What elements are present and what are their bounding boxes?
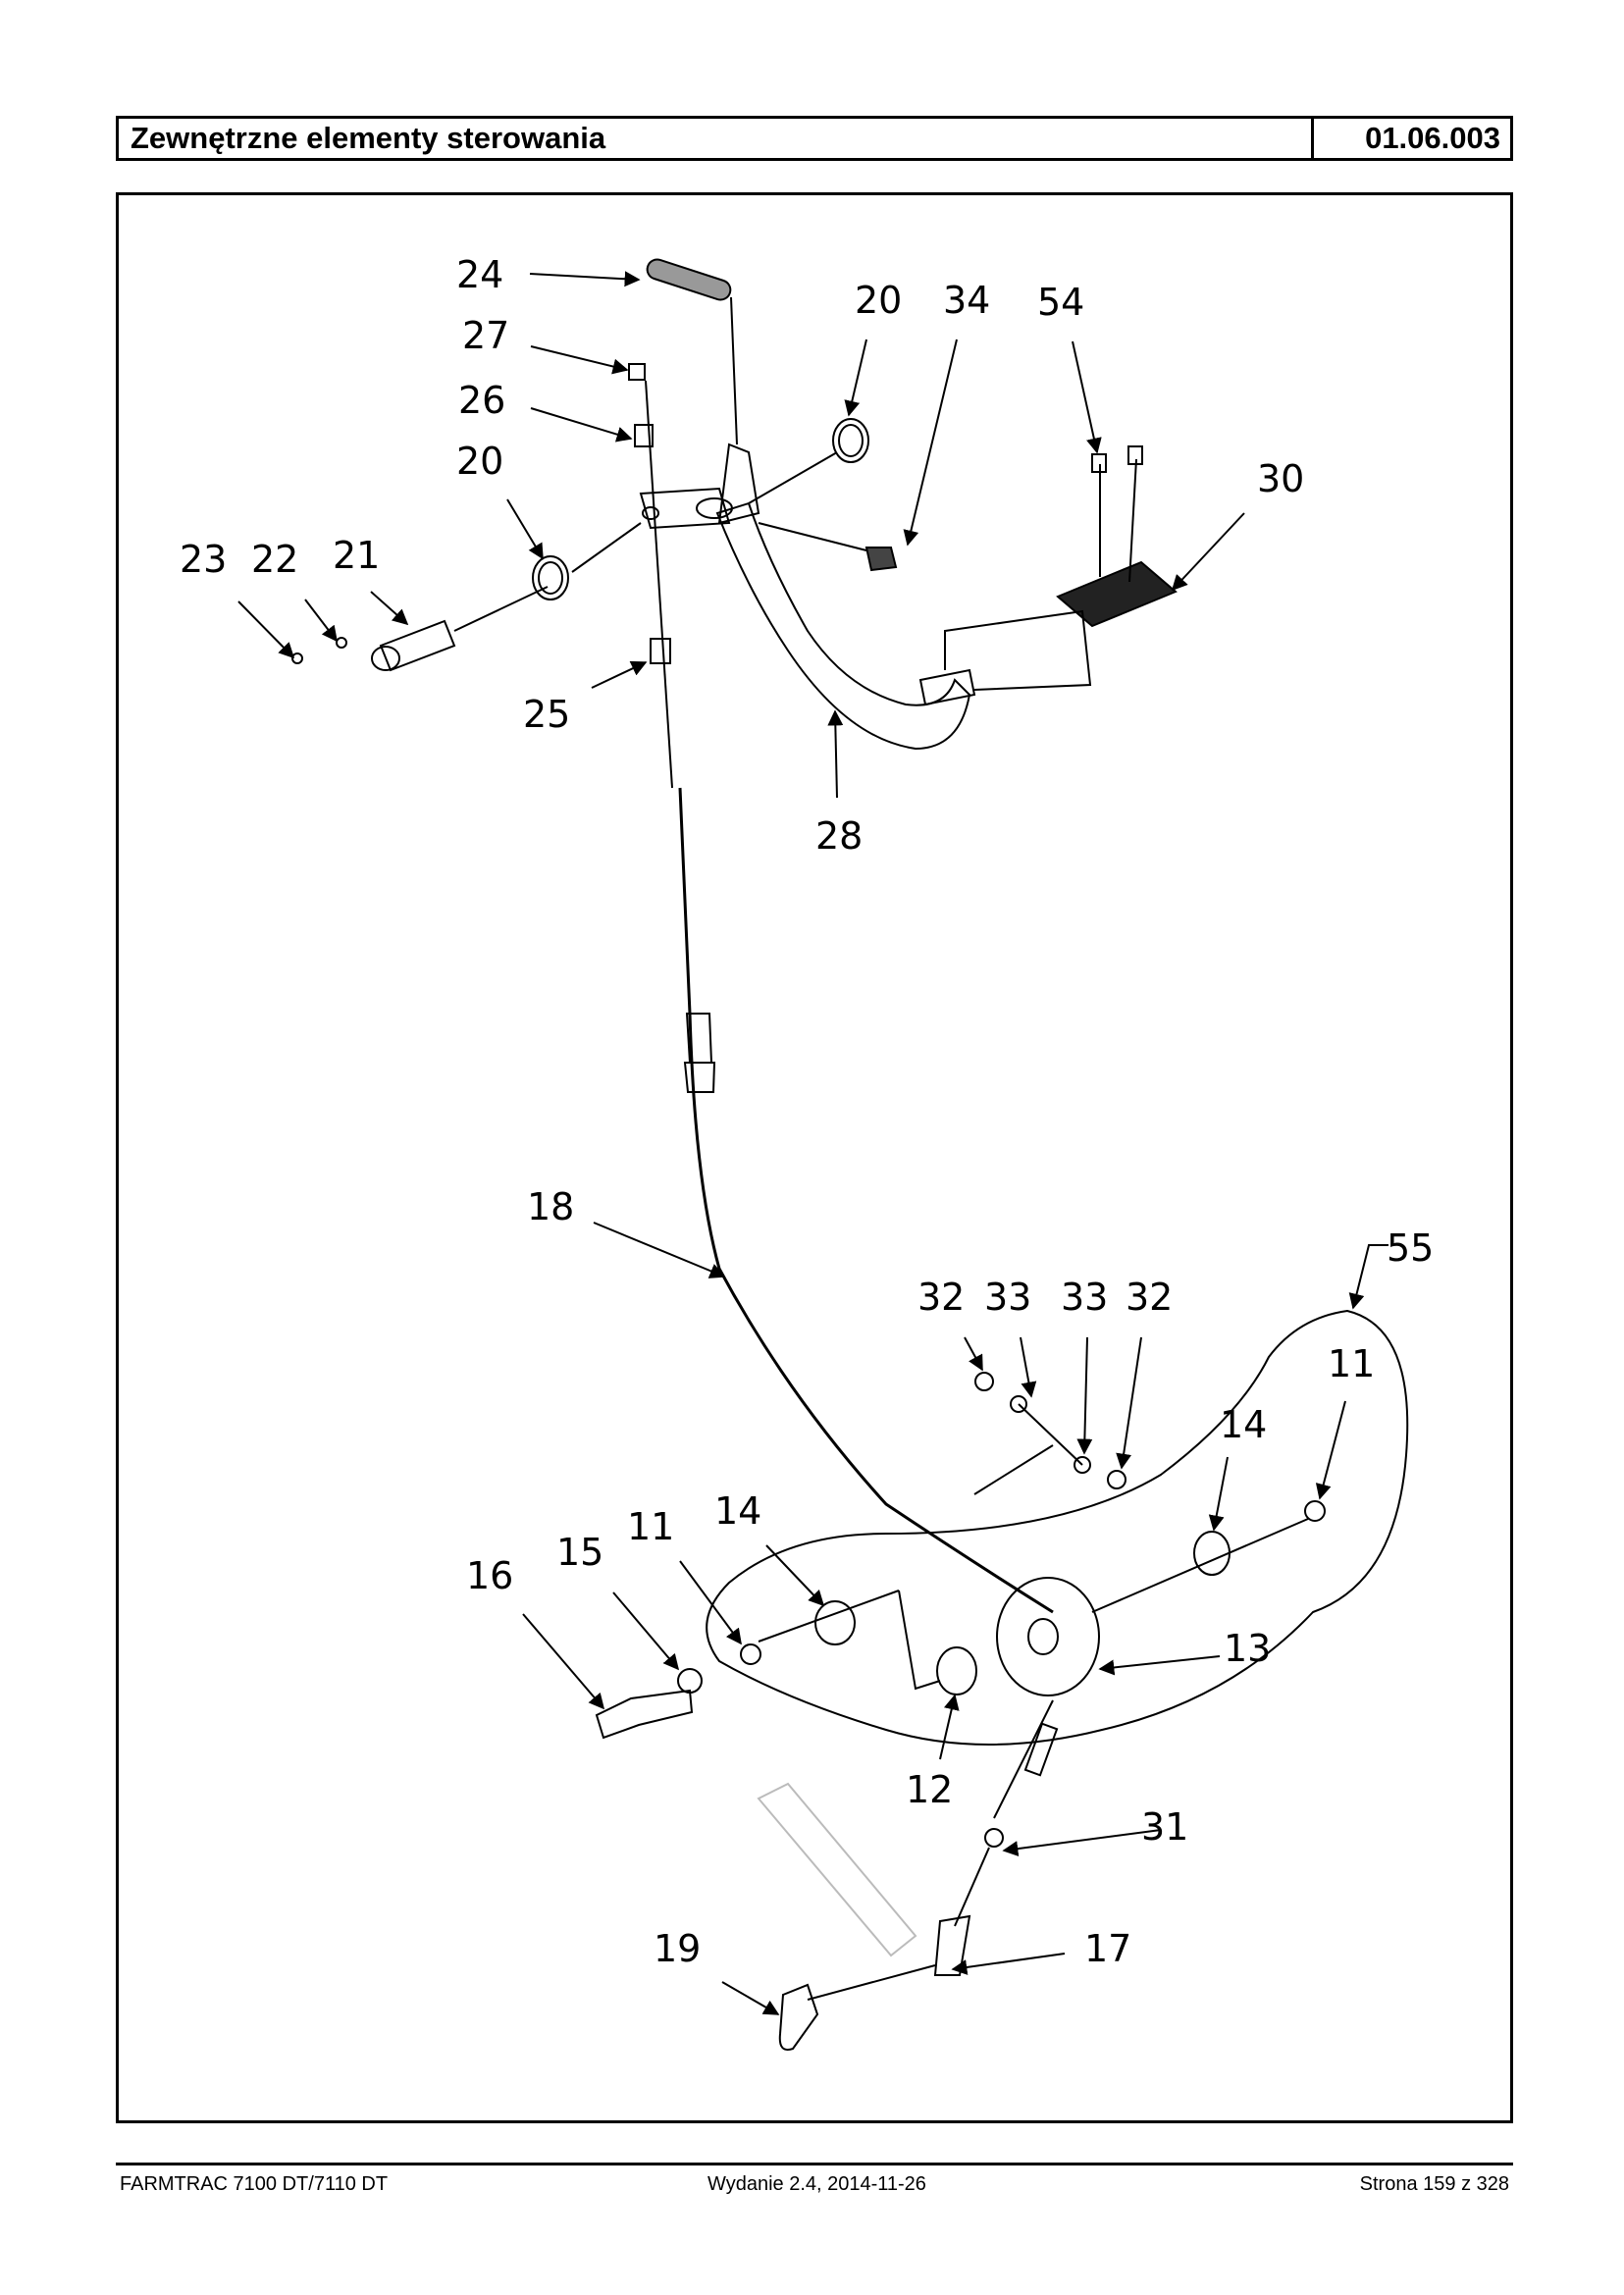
callout-label: 26: [458, 379, 505, 422]
callout-label: 18: [527, 1185, 574, 1228]
callout-label: 28: [815, 814, 863, 858]
section-code: 01.06.003: [1365, 121, 1500, 155]
callout-label: 19: [654, 1927, 701, 1970]
washer-part: [532, 555, 569, 600]
callout-label: 27: [462, 314, 509, 357]
callout-label: 31: [1141, 1805, 1188, 1849]
spring-part: [646, 258, 738, 445]
bracket-part: [706, 1309, 1409, 1746]
callout-label: 23: [180, 538, 227, 581]
page-title: Zewnętrzne elementy sterowania: [119, 119, 1314, 158]
callout-label: 17: [1084, 1927, 1131, 1970]
callout-label: 15: [556, 1531, 603, 1574]
callout-label: 54: [1037, 281, 1084, 324]
callout-label: 11: [1328, 1342, 1375, 1385]
callout-label: 33: [984, 1276, 1031, 1319]
callout-label: 30: [1257, 457, 1304, 500]
diagram-frame: 24 27 26 20 20 34 54 30 23 22 21 25 28 1…: [116, 192, 1513, 2123]
callout-label: 20: [456, 440, 503, 483]
callout-label: 22: [251, 538, 298, 581]
pedal-pad-part: [1056, 560, 1178, 628]
footer-rule: [116, 2163, 1513, 2165]
callout-label: 14: [1220, 1403, 1267, 1446]
callout-label: 34: [943, 279, 990, 322]
callout-label: 32: [917, 1276, 965, 1319]
callout-labels: 24 27 26 20 20 34 54 30 23 22 21 25 28 1…: [180, 253, 1434, 1970]
callout-label: 16: [466, 1554, 513, 1597]
callout-label: 24: [456, 253, 503, 296]
footer-page-number: Strona 159 z 328: [1359, 2173, 1509, 2195]
leader-lines: [237, 271, 1388, 2015]
footer-edition: Wydanie 2.4, 2014-11-26: [707, 2173, 926, 2195]
pedal-arm-part: [715, 501, 971, 751]
callout-label: 20: [855, 279, 902, 322]
callout-label: 13: [1224, 1627, 1271, 1670]
callout-label: 55: [1387, 1226, 1434, 1270]
exploded-parts-diagram: 24 27 26 20 20 34 54 30 23 22 21 25 28 1…: [180, 253, 1434, 2051]
footer-model: FARMTRAC 7100 DT/7110 DT: [120, 2173, 389, 2195]
callout-label: 25: [523, 693, 570, 736]
washer-part: [832, 418, 869, 463]
callout-label: 11: [627, 1505, 674, 1548]
cable-part: [678, 787, 1054, 1614]
callout-label: 32: [1126, 1276, 1173, 1319]
callout-label: 21: [333, 534, 380, 577]
callout-label: 12: [906, 1768, 953, 1811]
callout-label: 33: [1061, 1276, 1108, 1319]
parts-drawing: [291, 258, 1409, 2051]
page-header: Zewnętrzne elementy sterowania 01.06.003: [116, 116, 1513, 161]
pulley-part: [996, 1577, 1100, 1696]
callout-label: 14: [714, 1489, 761, 1533]
